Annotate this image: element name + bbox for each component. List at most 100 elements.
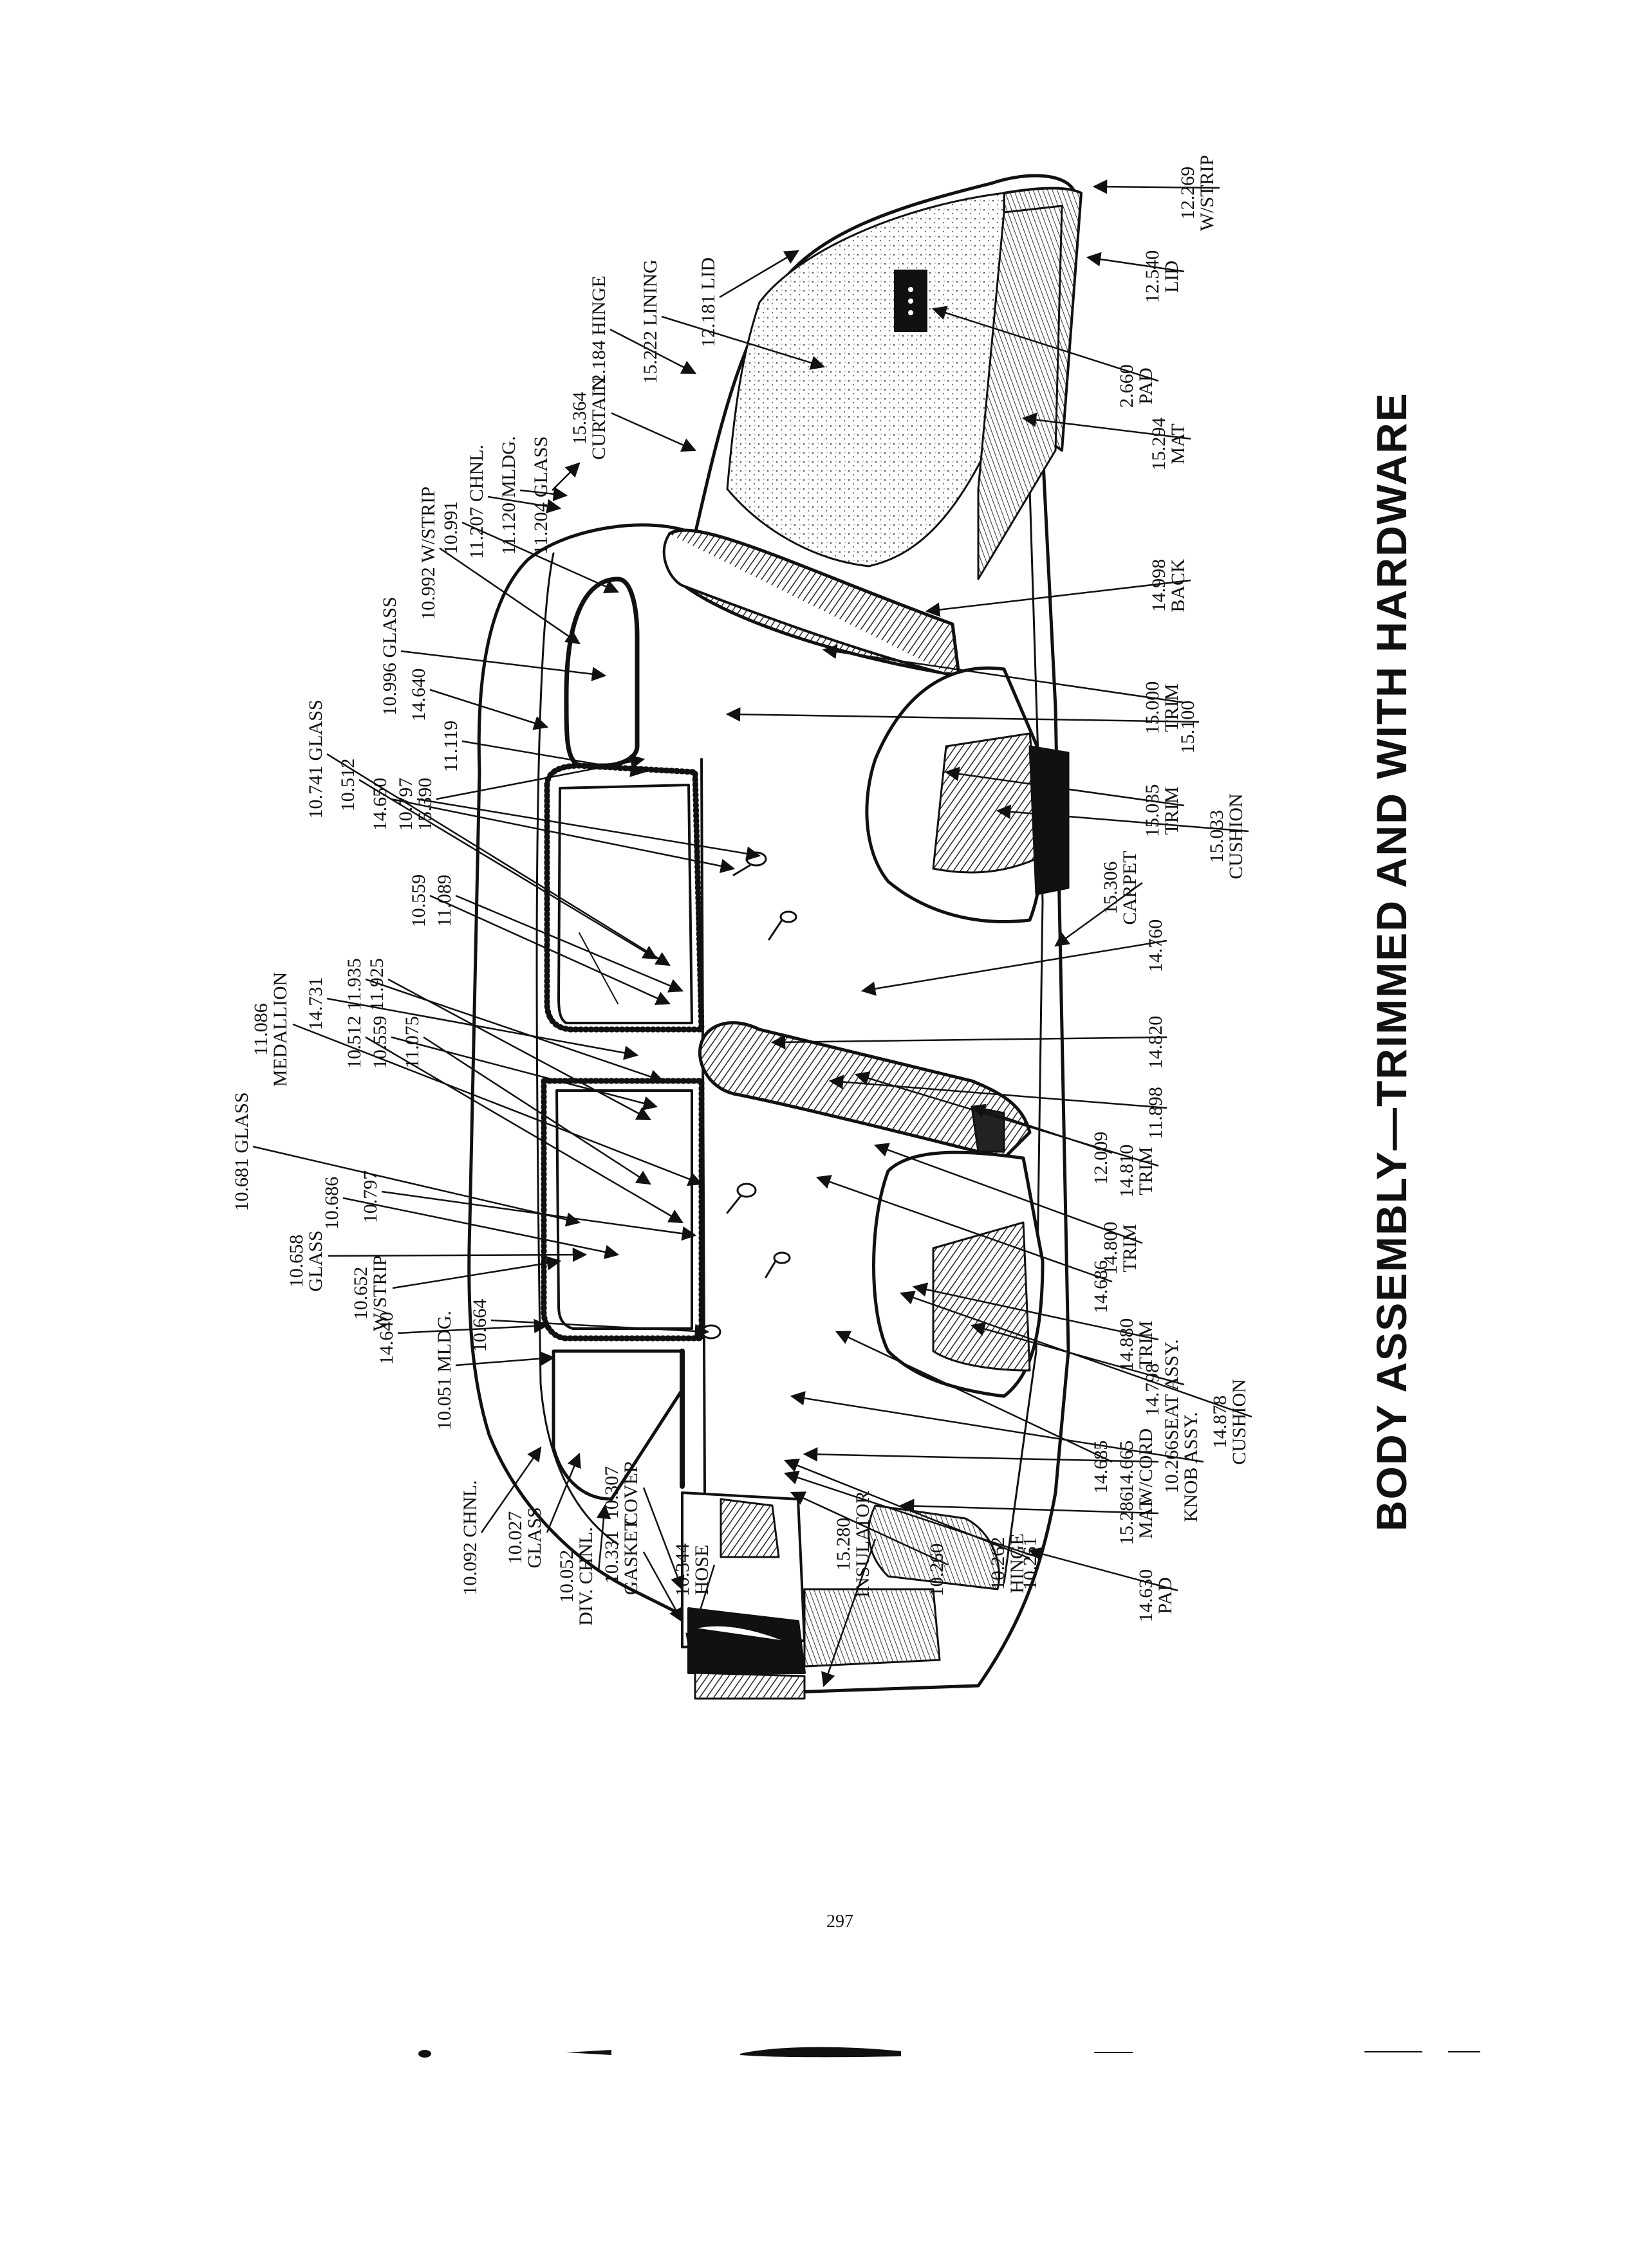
part-name: HINGE: [1007, 1533, 1028, 1593]
part-number: 15.286: [1116, 1492, 1137, 1545]
leader-line: [899, 1498, 1159, 1515]
part-number: 15.033: [1206, 810, 1227, 863]
part-number: 11.075: [402, 1016, 423, 1068]
part-number: 15.280: [833, 1518, 854, 1571]
leader-line: [439, 547, 581, 645]
part-number: 10.658: [286, 1235, 307, 1288]
leader-line: [455, 1351, 555, 1367]
leader-line: [822, 644, 1185, 704]
part-name: GLASS: [305, 1230, 326, 1291]
part-number: 14.878: [1209, 1396, 1231, 1449]
leader-line: [725, 707, 1200, 723]
leader-line: [391, 798, 736, 873]
rocker-line: [1003, 488, 1044, 1584]
leader-line: [1021, 412, 1191, 440]
part-number: 11.935: [344, 958, 365, 1010]
part-name: CUSHION: [1229, 1379, 1250, 1464]
callout-10-686: 10.686: [321, 1177, 342, 1230]
leader-line: [596, 1504, 611, 1572]
part-number: 10.559: [369, 1016, 391, 1069]
part-number: 14.880: [1116, 1318, 1137, 1372]
part-name: INSULATOR: [852, 1491, 873, 1598]
callout-10-559: 10.559: [408, 874, 429, 928]
callout-14-686: 14.686: [1090, 1260, 1111, 1314]
part-number: 10.307: [601, 1466, 622, 1520]
part-number: 10.664: [469, 1299, 490, 1352]
part-number: 14.650: [369, 778, 391, 831]
leader-line: [1086, 252, 1185, 273]
part-name: W/CORD: [1135, 1428, 1157, 1506]
page-number: 297: [826, 1912, 853, 1931]
part-number: 10.051 MLDG.: [434, 1311, 455, 1430]
part-number: 14.998: [1148, 559, 1169, 613]
leader-line: [519, 486, 568, 501]
car-body-illustration: [467, 174, 1083, 1700]
leader-line: [387, 978, 651, 1121]
callout-10-797: 10.797: [360, 1170, 381, 1224]
leader-line: [899, 1291, 1252, 1418]
part-number: 14.820: [1145, 1016, 1166, 1069]
leader-line: [365, 978, 665, 1084]
part-number: 11.204 GLASS: [530, 436, 552, 555]
leader-line: [461, 740, 646, 777]
callout-11-204-glass: 11.204 GLASS: [530, 436, 552, 555]
scan-artifacts: [418, 2047, 1480, 2058]
leader-line: [328, 1247, 588, 1262]
leader-lines: [252, 179, 1252, 1688]
leader-line: [685, 1564, 716, 1649]
leader-line: [925, 579, 1191, 617]
part-number: 11.207 CHNL.: [466, 445, 487, 559]
part-number: 10.996 GLASS: [379, 596, 400, 715]
part-number: 2.660: [1116, 364, 1137, 408]
part-name: TRIM: [1135, 1321, 1157, 1369]
part-number: 11.119: [440, 721, 461, 772]
callout-15-100: 15.100: [1177, 701, 1198, 754]
part-number: 11.089: [434, 874, 455, 927]
callout-14-731: 14.731: [305, 977, 326, 1031]
leader-line: [944, 766, 1185, 807]
leader-line: [931, 306, 1159, 382]
part-number: 14.810: [1116, 1145, 1137, 1198]
part-number: 14.731: [305, 977, 326, 1031]
leader-line: [661, 315, 826, 370]
leader-line: [803, 1447, 1159, 1463]
callout-14-685: 14.685: [1090, 1441, 1111, 1494]
part-name: TRIM: [1119, 1224, 1140, 1273]
callout-10-797: 10.797: [395, 778, 416, 831]
leader-line: [719, 250, 799, 299]
leader-line: [552, 462, 581, 491]
callout-10-092-chnl-: 10.092 CHNL.: [460, 1480, 481, 1595]
callout-12-184-hinge: 12.184 HINGE: [588, 275, 609, 393]
leader-line: [342, 1197, 620, 1259]
callout-12-009: 12.009: [1090, 1132, 1111, 1185]
part-number: 11.120 MLDG.: [498, 436, 519, 555]
callout-10-991: 10.991: [440, 501, 461, 555]
leader-line: [326, 753, 671, 966]
part-name: TRIM: [1161, 787, 1182, 835]
leader-line: [391, 1036, 658, 1111]
leader-line: [821, 1538, 877, 1688]
callout-11-207-chnl-: 11.207 CHNL.: [466, 445, 487, 559]
leader-line: [642, 1487, 685, 1591]
part-number: 10.512: [337, 759, 358, 812]
part-number: 15.035: [1142, 784, 1163, 838]
leader-line: [429, 688, 549, 730]
part-number: 14.665: [1116, 1441, 1137, 1494]
part-name: HOSE: [691, 1545, 712, 1595]
callout-10-741-glass: 10.741 GLASS: [305, 699, 326, 818]
leader-line: [783, 1459, 1030, 1560]
